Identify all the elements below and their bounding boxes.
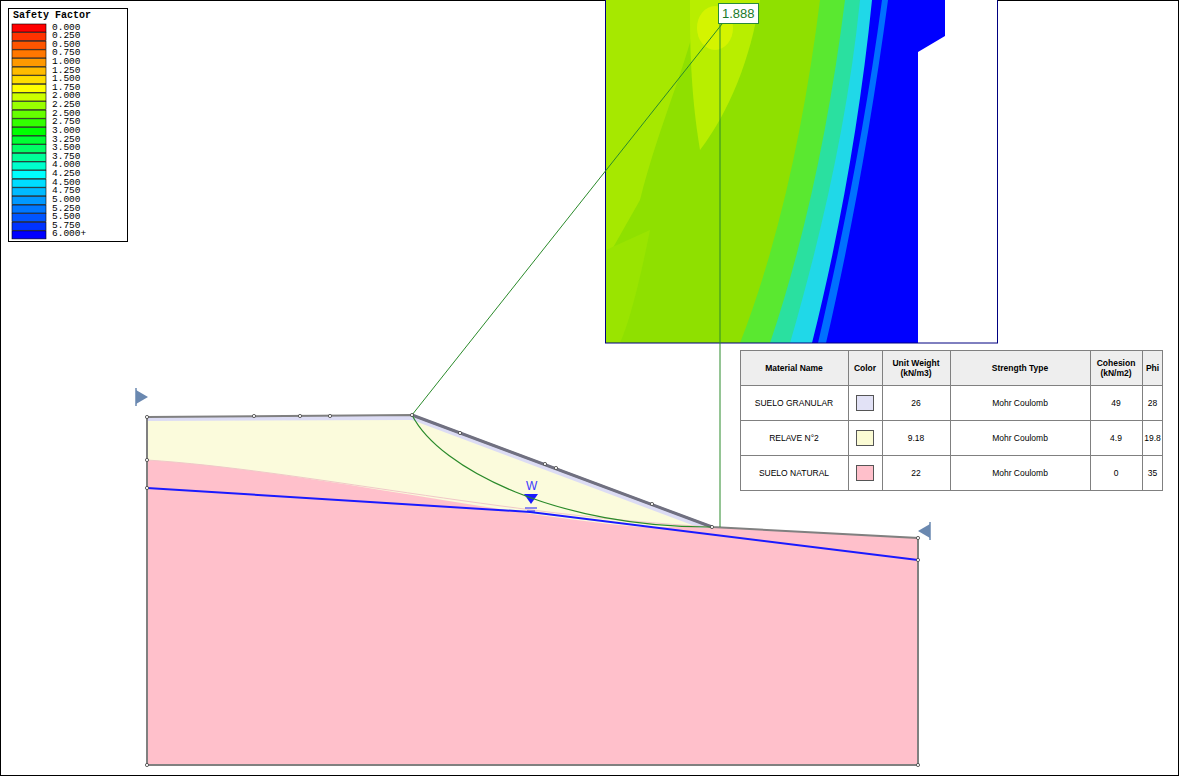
legend-swatch xyxy=(12,58,46,66)
legend-swatch xyxy=(12,162,46,170)
legend-swatch xyxy=(12,24,46,32)
table-cell: SUELO NATURAL xyxy=(740,455,848,490)
legend-swatch xyxy=(12,171,46,179)
table-header: Phi xyxy=(1142,350,1163,385)
table-cell: 4.9 xyxy=(1090,420,1142,455)
table-cell: 35 xyxy=(1142,455,1163,490)
legend-swatch xyxy=(12,145,46,153)
legend-swatch xyxy=(12,205,46,213)
legend-swatch xyxy=(12,196,46,204)
table-cell: 28 xyxy=(1142,385,1163,420)
legend-swatch xyxy=(12,231,46,239)
legend-swatch xyxy=(12,188,46,196)
table-cell: 19.8 xyxy=(1142,420,1163,455)
legend-swatch xyxy=(12,50,46,58)
table-header: Color xyxy=(848,350,882,385)
table-cell: 9.18 xyxy=(882,420,950,455)
legend-swatch xyxy=(12,102,46,110)
safety-factor-value: 1.888 xyxy=(722,6,755,21)
table-header: Cohesion (kN/m2) xyxy=(1090,350,1142,385)
legend-title: Safety Factor xyxy=(13,11,91,21)
safety-factor-box: 1.888 xyxy=(718,3,759,24)
table-cell: 49 xyxy=(1090,385,1142,420)
table-cell: 26 xyxy=(882,385,950,420)
legend-swatch xyxy=(12,127,46,135)
table-cell: Mohr Coulomb xyxy=(950,385,1090,420)
legend-swatch xyxy=(12,222,46,230)
legend-swatch xyxy=(12,214,46,222)
table-cell: 0 xyxy=(1090,455,1142,490)
table-header: Strength Type xyxy=(950,350,1090,385)
water-table-label: W xyxy=(526,479,537,493)
table-cell: Mohr Coulomb xyxy=(950,455,1090,490)
legend-swatch xyxy=(12,41,46,49)
legend-swatch xyxy=(12,153,46,161)
legend-swatch xyxy=(12,179,46,187)
legend-swatch xyxy=(12,67,46,75)
legend-swatch xyxy=(12,119,46,127)
legend-swatch xyxy=(12,136,46,144)
table-cell: 22 xyxy=(882,455,950,490)
legend-swatch xyxy=(12,93,46,101)
legend-swatch xyxy=(12,84,46,92)
table-cell: RELAVE N°2 xyxy=(740,420,848,455)
table-cell: SUELO GRANULAR xyxy=(740,385,848,420)
legend-swatch xyxy=(12,110,46,118)
table-cell: Mohr Coulomb xyxy=(950,420,1090,455)
table-header: Material Name xyxy=(740,350,848,385)
legend-swatch xyxy=(12,76,46,84)
legend-value: 6.000+ xyxy=(52,229,86,239)
table-header: Unit Weight (kN/m3) xyxy=(882,350,950,385)
legend-swatch xyxy=(12,33,46,41)
